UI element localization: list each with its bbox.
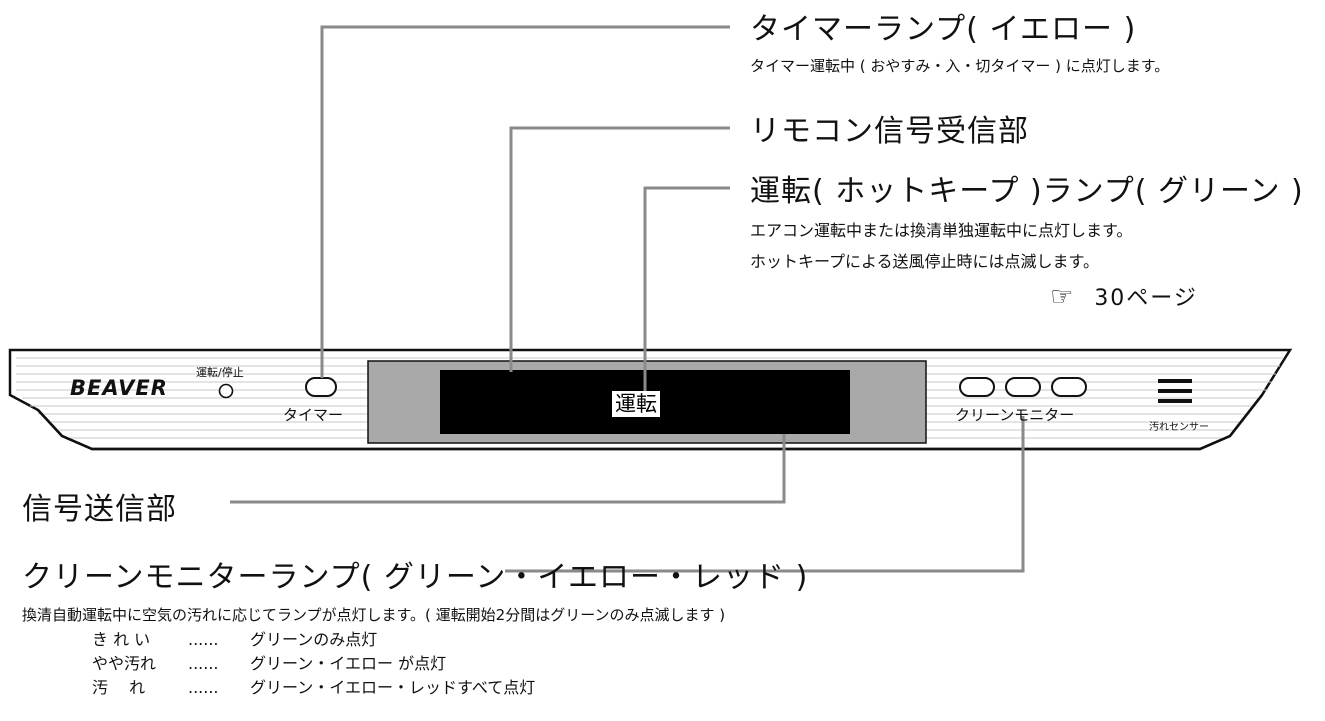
- monitor-lamp-green-icon: [959, 377, 995, 397]
- clean-monitor-lamp-title: クリーンモニターランプ( グリーン・イエロー・レッド ): [22, 560, 809, 595]
- leader-lines: [230, 25, 1025, 573]
- clean-monitor-lamp-desc: 換清自動運転中に空気の汚れに応じてランプが点灯します。( 運転開始2分間はグリー…: [22, 606, 726, 624]
- timer-lamp-icon: [305, 377, 337, 397]
- timer-lamp-title: タイマーランプ( イエロー ): [750, 12, 1137, 47]
- signal-sender-title: 信号送信部: [22, 492, 177, 527]
- monitor-lamp-yellow-icon: [1005, 377, 1041, 397]
- display-text: 運転: [612, 391, 660, 417]
- power-button-icon[interactable]: [218, 383, 234, 399]
- run-lamp-desc-1: エアコン運転中または換清単独運転中に点灯します。: [750, 221, 1133, 240]
- pointing-hand-icon: ☞: [1050, 282, 1074, 312]
- remote-receiver-title: リモコン信号受信部: [750, 114, 1029, 149]
- legend-row: 汚 れ ...... グリーン・イエロー・レッドすべて点灯: [92, 676, 535, 700]
- legend-level: やや汚れ: [92, 654, 157, 673]
- run-lamp-desc-2: ホットキープによる送風停止時には点滅します。: [750, 252, 1099, 271]
- timer-label: タイマー: [283, 406, 344, 424]
- legend-dots: ......: [188, 630, 219, 649]
- clean-monitor-label: クリーンモニター: [955, 406, 1075, 424]
- run-lamp-title: 運転( ホットキープ )ランプ( グリーン ): [750, 174, 1304, 209]
- timer-lamp-desc: タイマー運転中 ( おやすみ・入・切タイマー ) に点灯します。: [750, 57, 1170, 75]
- dirt-sensor-icon: [1158, 379, 1192, 403]
- legend-row: やや汚れ ...... グリーン・イエロー が点灯: [92, 652, 535, 676]
- legend-level: き れ い: [92, 630, 151, 649]
- legend-dots: ......: [188, 654, 219, 673]
- legend-state: グリーンのみ点灯: [250, 630, 378, 649]
- brand-logo: BEAVER: [70, 376, 168, 400]
- page-reference[interactable]: ☞ 30ページ: [1050, 280, 1198, 312]
- power-button-label: 運転/停止: [196, 366, 244, 379]
- legend-row: き れ い ...... グリーンのみ点灯: [92, 628, 535, 652]
- dirt-sensor-label: 汚れセンサー: [1149, 422, 1209, 433]
- legend-level: 汚 れ: [92, 678, 146, 697]
- page-reference-label: 30ページ: [1094, 286, 1198, 311]
- legend-state: グリーン・イエロー が点灯: [250, 654, 447, 673]
- legend-dots: ......: [188, 678, 219, 697]
- dirt-level-legend: き れ い ...... グリーンのみ点灯 やや汚れ ...... グリーン・イ…: [92, 628, 535, 700]
- legend-state: グリーン・イエロー・レッドすべて点灯: [250, 678, 536, 697]
- monitor-lamp-red-icon: [1051, 377, 1087, 397]
